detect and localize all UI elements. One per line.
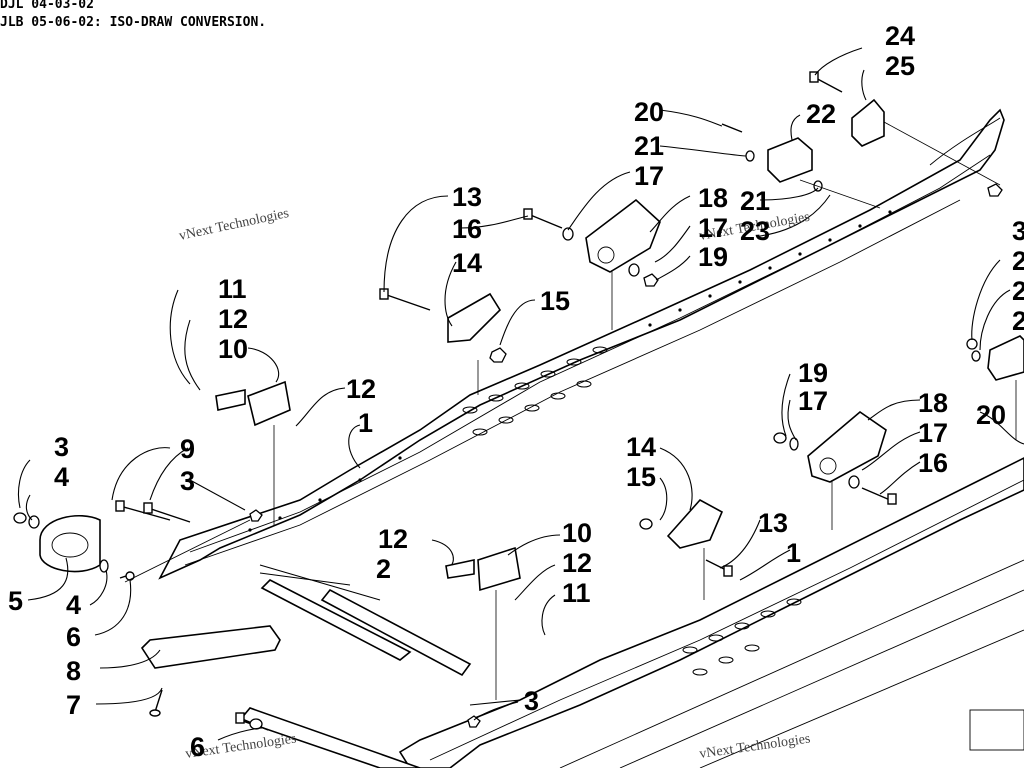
watermark-4: vNext Technologies (698, 732, 811, 762)
watermark-1: vNext Technologies (178, 206, 291, 244)
nuts-washers (13, 150, 1003, 730)
callout-1: 1 (358, 408, 373, 438)
callout-23: 23 (740, 216, 770, 246)
callout-17b: 17 (698, 213, 728, 243)
rail-slots-upper (462, 346, 608, 436)
lower-slide-rail (398, 457, 1024, 768)
pivot-plate-lower (666, 498, 724, 549)
callout-19b: 19 (798, 358, 828, 388)
callout-22: 22 (806, 99, 836, 129)
callout-15: 15 (540, 286, 570, 316)
callout-9: 9 (180, 434, 195, 464)
callout-12c: 12 (378, 524, 408, 554)
callout-4: 4 (54, 462, 69, 492)
callout-12d: 12 (562, 548, 592, 578)
idler-wheel-lower (807, 410, 887, 483)
callout-20: 20 (634, 97, 664, 127)
rear-bumper-22 (767, 137, 813, 183)
callout-8: 8 (66, 656, 81, 686)
watermark-text-1: vNext Technologies (178, 206, 291, 244)
callout-1b: 1 (786, 538, 801, 568)
spring-bracket-lower (445, 546, 521, 592)
callout-10: 10 (218, 334, 248, 364)
callout-17c: 17 (798, 386, 828, 416)
upper-slide-rail (158, 108, 1005, 580)
callout-2-partial-b: 2 (1012, 276, 1024, 306)
callout-4b: 4 (66, 590, 81, 620)
leader-lines (17, 47, 1024, 741)
watermark-text-4: vNext Technologies (698, 732, 811, 762)
callout-17: 17 (634, 161, 664, 191)
callout-24: 24 (885, 21, 915, 51)
bolts (115, 71, 897, 731)
callout-18b: 18 (918, 388, 948, 418)
callout-3b: 3 (180, 466, 195, 496)
callout-3: 3 (54, 432, 69, 462)
callout-2: 2 (376, 554, 391, 584)
callout-12: 12 (218, 304, 248, 334)
callout-21: 21 (634, 131, 664, 161)
callout-6b: 6 (190, 732, 205, 762)
header-line-1: DJL 04-03-02 (0, 0, 94, 12)
callout-10b: 10 (562, 518, 592, 548)
callout-numbers: 24 25 20 22 21 17 13 18 21 16 17 23 19 1… (8, 21, 1024, 762)
callout-15b: 15 (626, 462, 656, 492)
rear-bumper-right (987, 335, 1024, 381)
callout-18: 18 (698, 183, 728, 213)
callout-14: 14 (452, 248, 482, 278)
callout-12b: 12 (346, 374, 376, 404)
callout-5: 5 (8, 586, 23, 616)
front-wheel-block (39, 514, 101, 573)
center-lines (124, 121, 1017, 700)
header-line-2: JLB 05-06-02: ISO-DRAW CONVERSION. (0, 15, 267, 30)
callout-11: 11 (218, 274, 247, 304)
pivot-plate-upper (447, 292, 502, 343)
callout-14b: 14 (626, 432, 656, 462)
stop-block-25 (851, 98, 885, 147)
callout-3c: 3 (524, 686, 539, 716)
wear-block (140, 625, 281, 669)
cross-shafts (238, 579, 472, 768)
callout-13: 13 (452, 182, 482, 212)
callout-3-partial: 3 (1012, 216, 1024, 246)
callout-20b: 20 (976, 400, 1006, 430)
callout-25: 25 (885, 51, 915, 81)
callout-16b: 16 (918, 448, 948, 478)
callout-2-partial-a: 2 (1012, 246, 1024, 276)
callout-11b: 11 (562, 578, 591, 608)
callout-17d: 17 (918, 418, 948, 448)
callout-21b: 21 (740, 186, 770, 216)
callout-19: 19 (698, 242, 728, 272)
spring-bracket-upper (215, 380, 291, 427)
rail-slots-lower (682, 598, 802, 676)
callout-2-partial-c: 2 (1012, 306, 1024, 336)
callout-6: 6 (66, 622, 81, 652)
callout-16: 16 (452, 214, 482, 244)
rail-holes-upper (248, 210, 892, 532)
callout-13b: 13 (758, 508, 788, 538)
idler-wheel-upper (585, 198, 661, 273)
callout-7: 7 (66, 690, 81, 720)
